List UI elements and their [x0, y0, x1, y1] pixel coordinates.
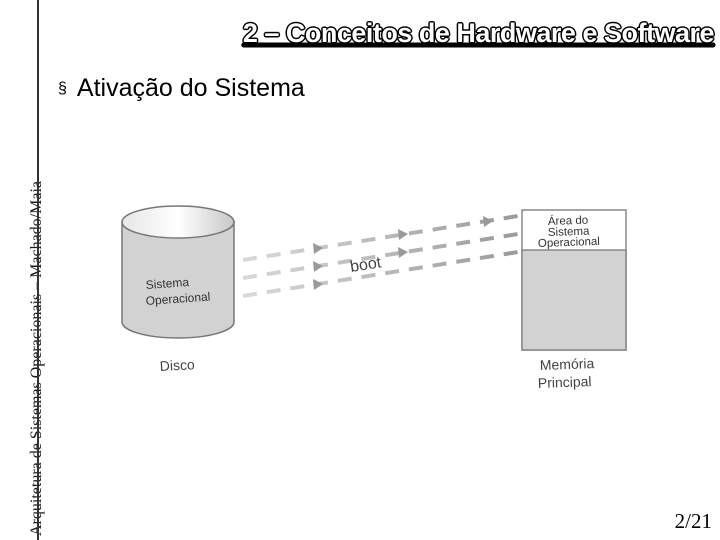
memory-caption-line1: Memória [540, 355, 595, 373]
boot-label: boot [349, 254, 383, 276]
boot-diagram: Sistema Operacional Disco boot Área do S… [121, 205, 627, 391]
disk-label-line2: Operacional [145, 290, 211, 308]
boot-arrows [242, 214, 519, 298]
bullet-text: Ativação do Sistema [76, 74, 305, 102]
disk-label-line1: Sistema [145, 275, 190, 292]
arrowhead-icons [313, 216, 493, 290]
disk-icon [121, 205, 235, 339]
memory-icon [521, 209, 627, 351]
memory-area-line2: Sistema [548, 226, 591, 239]
memory-area-line1: Área do [548, 214, 589, 228]
memory-caption-line2: Principal [538, 373, 592, 391]
slide-title: 2 – Conceitos de Hardware e Software [242, 18, 715, 48]
disk-caption: Disco [159, 356, 195, 374]
memory-area-line3: Operacional [538, 236, 600, 250]
bullet-item: § Ativação do Sistema [58, 74, 305, 103]
bullet-icon: § [58, 80, 67, 97]
page-number: 2/21 [674, 509, 712, 533]
sidebar: Arquitetura de Sistemas Operacionais – M… [0, 0, 45, 540]
sidebar-divider [37, 0, 39, 540]
